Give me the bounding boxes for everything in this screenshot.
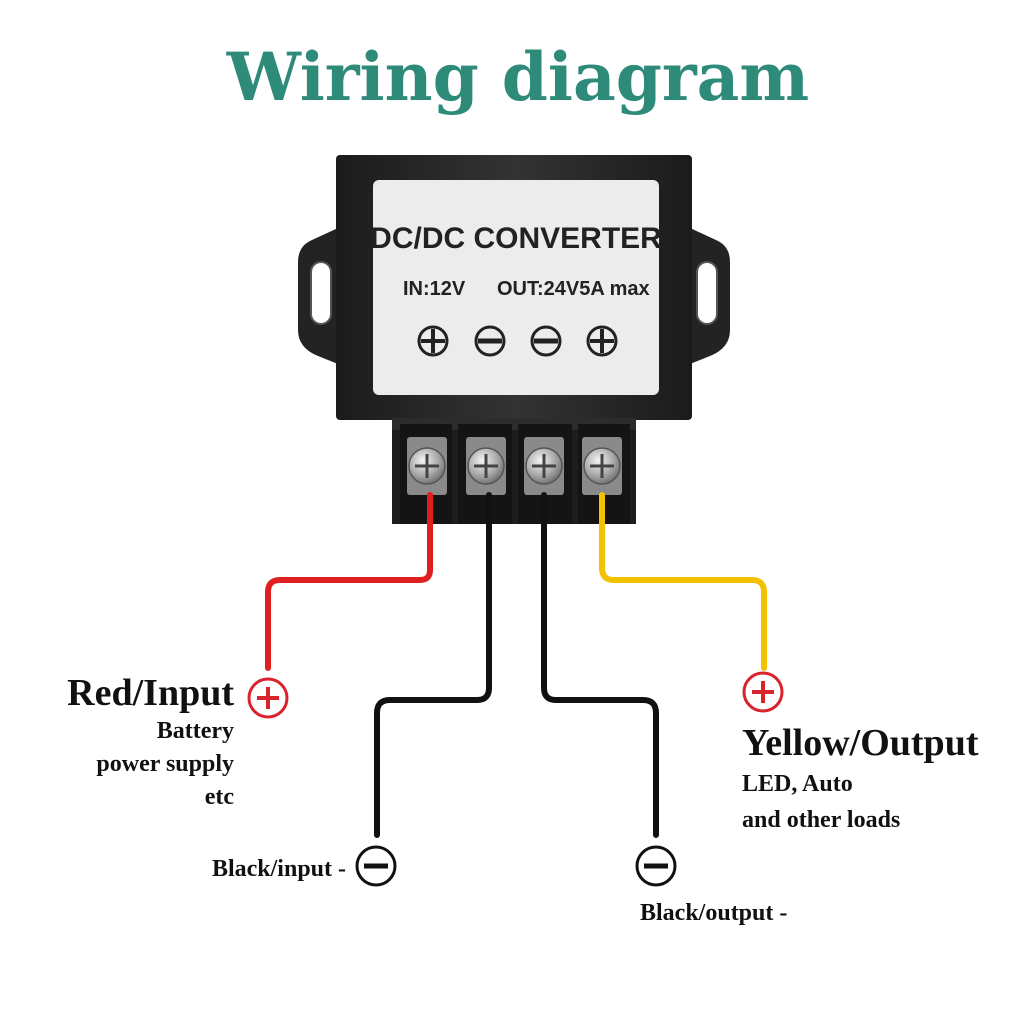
- yellow-output-desc-line-2: and other loads: [742, 807, 900, 833]
- terminal-screw-1: [407, 437, 447, 495]
- yellow-output-wire: [599, 492, 767, 671]
- red-input-label: Red/Input: [67, 672, 234, 714]
- black-output-label: Black/output -: [640, 900, 787, 926]
- page-title: Wiring diagram: [226, 38, 810, 116]
- plate-negative-out-icon: [530, 325, 562, 357]
- yellow-output-label: Yellow/Output: [742, 722, 979, 764]
- terminal-screw-4: [582, 437, 622, 495]
- plate-negative-in-icon: [474, 325, 506, 357]
- yellow-output-desc-line-1: LED, Auto: [742, 771, 853, 797]
- terminal-screw-3: [524, 437, 564, 495]
- red-input-desc-line-2: power supply: [96, 751, 234, 777]
- plate-positive-out-icon: [586, 325, 618, 357]
- red-input-positive-icon: [247, 677, 289, 719]
- plate-positive-in-icon: [417, 325, 449, 357]
- red-input-desc-line-3: etc: [205, 784, 235, 810]
- black-output-wire: [541, 492, 659, 838]
- red-input-wire: [265, 492, 433, 671]
- black-input-negative-icon: [355, 845, 397, 887]
- right-mounting-hole: [696, 261, 718, 325]
- red-input-desc-line-1: Battery: [157, 718, 234, 744]
- black-output-negative-icon: [635, 845, 677, 887]
- input-spec: IN:12V: [403, 278, 466, 300]
- device-name: DC/DC CONVERTER: [370, 222, 662, 255]
- left-mounting-hole: [310, 261, 332, 325]
- yellow-output-positive-icon: [742, 671, 784, 713]
- terminal-screw-2: [466, 437, 506, 495]
- output-spec: OUT:24V5A max: [497, 278, 650, 300]
- black-input-wire: [374, 492, 492, 838]
- black-input-label: Black/input -: [212, 856, 346, 882]
